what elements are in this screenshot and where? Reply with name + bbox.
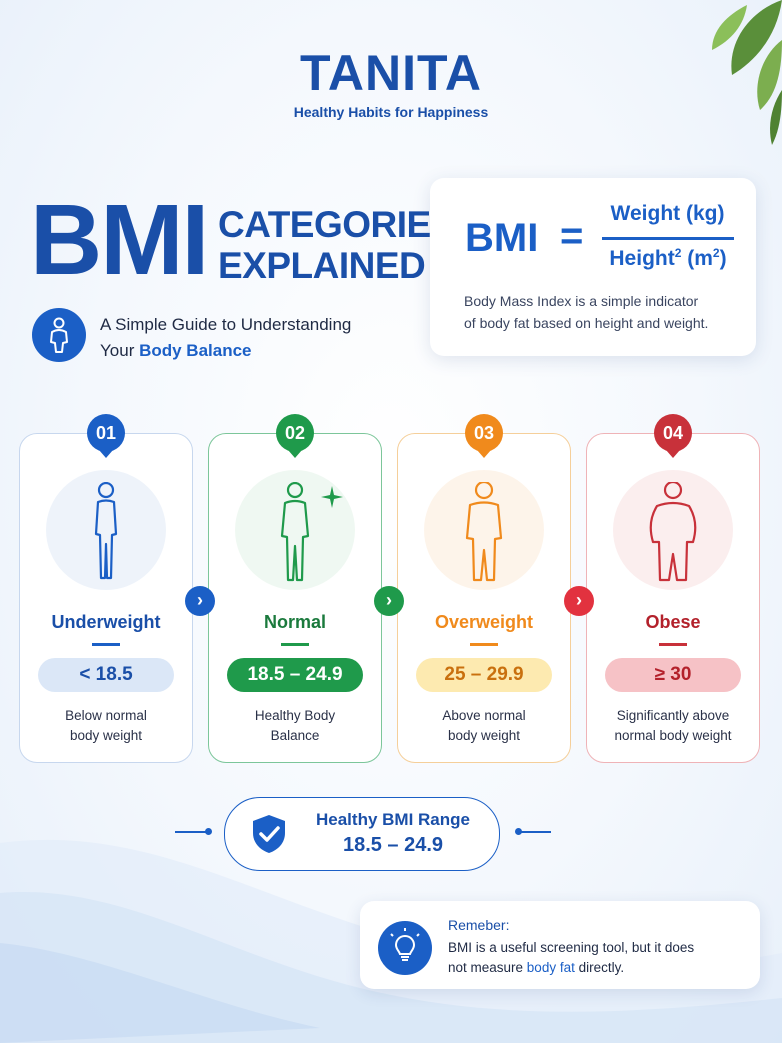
category-desc-line-1: Significantly above [616, 708, 730, 723]
remember-suffix: directly. [574, 960, 625, 976]
category-name: Overweight [434, 612, 534, 632]
category-name: Normal [263, 612, 326, 632]
category-name: Obese [645, 612, 701, 632]
subtitle: A Simple Guide to Understanding Your Bod… [100, 312, 351, 365]
category-number: 01 [95, 423, 117, 443]
category-number-badge: 04 [654, 414, 692, 452]
body-figure-icon [94, 482, 118, 580]
badge-pointer [99, 450, 113, 458]
formula-description: Body Mass Index is a simple indicator of… [464, 290, 744, 335]
category-description: Above normal body weight [402, 706, 566, 747]
body-figure-icon [465, 482, 503, 582]
figure-halo [613, 470, 733, 590]
category-name: Underweight [51, 612, 161, 632]
formula-lhs: BMI [465, 216, 539, 260]
lightbulb-icon [378, 921, 432, 975]
brand-tagline: Healthy Habits for Happiness [293, 104, 489, 120]
category-range: ≥ 30 [605, 658, 741, 692]
remember-card: Remeber: BMI is a useful screening tool,… [360, 901, 760, 989]
category-underline [281, 643, 309, 646]
badge-pointer [477, 450, 491, 458]
category-desc-line-1: Healthy Body [254, 708, 336, 723]
badge-pointer [288, 450, 302, 458]
category-number-badge: 01 [87, 414, 125, 452]
category-underline [92, 643, 120, 646]
formula-equals: = [560, 214, 584, 258]
shield-check-icon [253, 815, 285, 853]
category-number-badge: 03 [465, 414, 503, 452]
den-close: ) [719, 247, 727, 270]
category-underline [470, 643, 498, 646]
brand-logo: TANITA [300, 45, 482, 101]
subtitle-line-1: A Simple Guide to Understanding [100, 315, 352, 334]
formula-denominator: Height2 (m2) [602, 246, 734, 271]
den-exp: 2 [674, 246, 682, 260]
subtitle-prefix: Your [100, 341, 140, 361]
healthy-range-pill: Healthy BMI Range 18.5 – 24.9 [224, 797, 500, 871]
category-range: 25 – 29.9 [416, 658, 552, 692]
title-line-2: EXPLAINED [218, 244, 426, 286]
title-line-1: CATEGORIES [218, 204, 455, 245]
den-unit-exp: 2 [712, 246, 720, 260]
page-title: CATEGORIES EXPLAINED [218, 204, 455, 286]
category-desc-line-2: body weight [69, 728, 143, 744]
remember-title: Remeber: [448, 917, 510, 933]
subtitle-highlight: Body Balance [139, 341, 252, 361]
leaves-decoration [712, 0, 782, 145]
bmi-heading: BMI [30, 184, 209, 296]
chevron-right-icon: › [564, 586, 594, 616]
category-number: 02 [284, 423, 306, 443]
remember-text: BMI is a useful screening tool, but it d… [448, 938, 748, 979]
category-number: 03 [473, 423, 495, 443]
remember-highlight: body fat [526, 960, 575, 976]
category-description: Below normal body weight [24, 706, 188, 747]
brand-header: TANITA Healthy Habits for Happiness [0, 48, 782, 120]
healthy-range-title: Healthy BMI Range [316, 810, 470, 829]
den-text: Height [609, 247, 675, 270]
den-unit: (m [687, 247, 713, 270]
fraction-bar [602, 237, 734, 240]
figure-halo [424, 470, 544, 590]
category-range: 18.5 – 24.9 [227, 658, 363, 692]
remember-prefix: not measure [448, 960, 527, 976]
person-icon [32, 308, 86, 362]
category-description: Significantly above normal body weight [591, 706, 755, 747]
category-desc-line-2: body weight [447, 728, 521, 744]
category-number-badge: 02 [276, 414, 314, 452]
category-desc-line-2: normal body weight [614, 728, 732, 744]
remember-line-2: not measure body fat directly. [448, 958, 748, 978]
healthy-range-value: 18.5 – 24.9 [342, 834, 444, 856]
body-figure-icon [280, 482, 310, 582]
chevron-right-icon: › [374, 586, 404, 616]
badge-pointer [666, 450, 680, 458]
formula-numerator: Weight (kg) [610, 202, 725, 225]
sparkle-icon [321, 486, 343, 508]
formula-desc-line-2: of body fat based on height and weight. [464, 315, 709, 332]
category-number: 04 [662, 423, 684, 443]
subtitle-line-2: Your Body Balance [100, 338, 351, 364]
category-range: < 18.5 [38, 658, 174, 692]
category-desc-line-2: Balance [270, 728, 320, 744]
chevron-right-icon: › [185, 586, 215, 616]
divider-line-left [175, 831, 209, 833]
category-underline [659, 643, 687, 646]
body-figure-icon [649, 482, 697, 582]
category-desc-line-1: Below normal [65, 708, 147, 723]
formula-card: BMI = Weight (kg) Height2 (m2) Body Mass… [430, 178, 756, 356]
divider-line-right [517, 831, 551, 833]
remember-line-1: BMI is a useful screening tool, but it d… [448, 940, 695, 955]
formula-desc-line-1: Body Mass Index is a simple indicator [464, 293, 699, 309]
figure-halo [235, 470, 355, 590]
category-desc-line-1: Above normal [442, 708, 526, 723]
